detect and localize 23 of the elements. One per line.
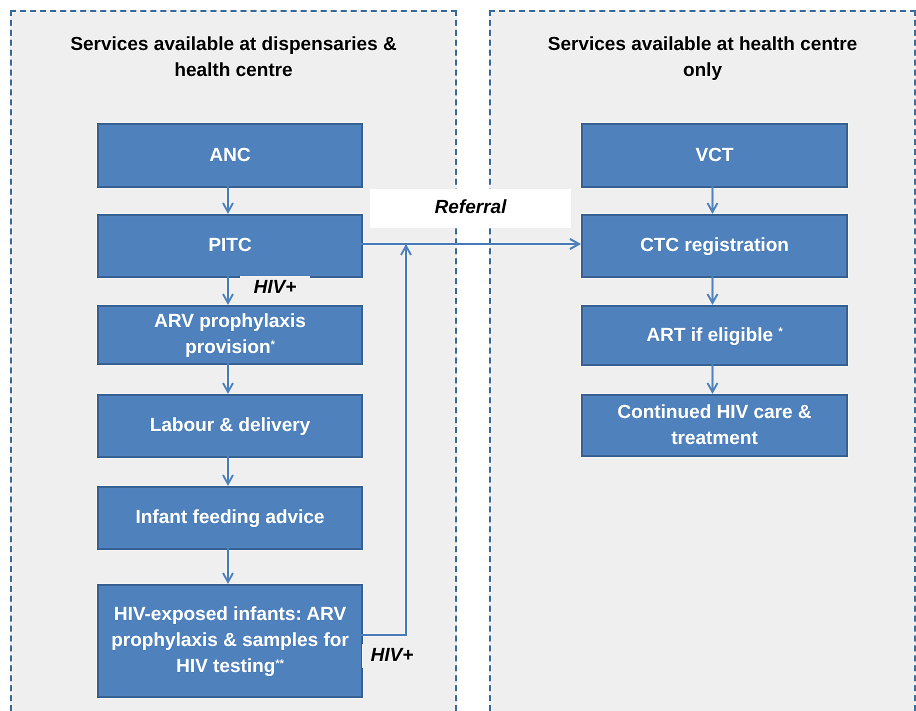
process-box [581,305,848,366]
edge-label: Referral [370,189,571,228]
box-text: ANC [209,144,251,168]
process-box [97,486,363,550]
process-box [97,214,363,278]
process-box [97,305,363,365]
process-box [581,123,848,188]
panel-heading: Services available at dispensaries & health centre [69,33,398,83]
box-text: Labour & delivery [150,414,310,438]
box-text: HIV-exposed infants: ARV prophylaxis & samples for HIV testing$^{**}$ [110,603,350,679]
panel-heading: Services available at health centre only [546,33,858,83]
process-box [581,214,848,278]
process-box [97,584,363,698]
process-box [97,123,363,188]
box-text: ART if eligible $^{*}$ [646,324,783,348]
box-text: ARV prophylaxis provision$^{*}$ [153,310,307,360]
box-text: VCT [696,144,734,168]
box-text: Infant feeding advice [136,506,324,530]
process-box [97,394,363,458]
box-text: PITC [208,234,252,258]
box-text: CTC registration [640,234,789,258]
box-text: Continued HIV care & treatment [616,400,813,450]
process-box [581,394,848,457]
